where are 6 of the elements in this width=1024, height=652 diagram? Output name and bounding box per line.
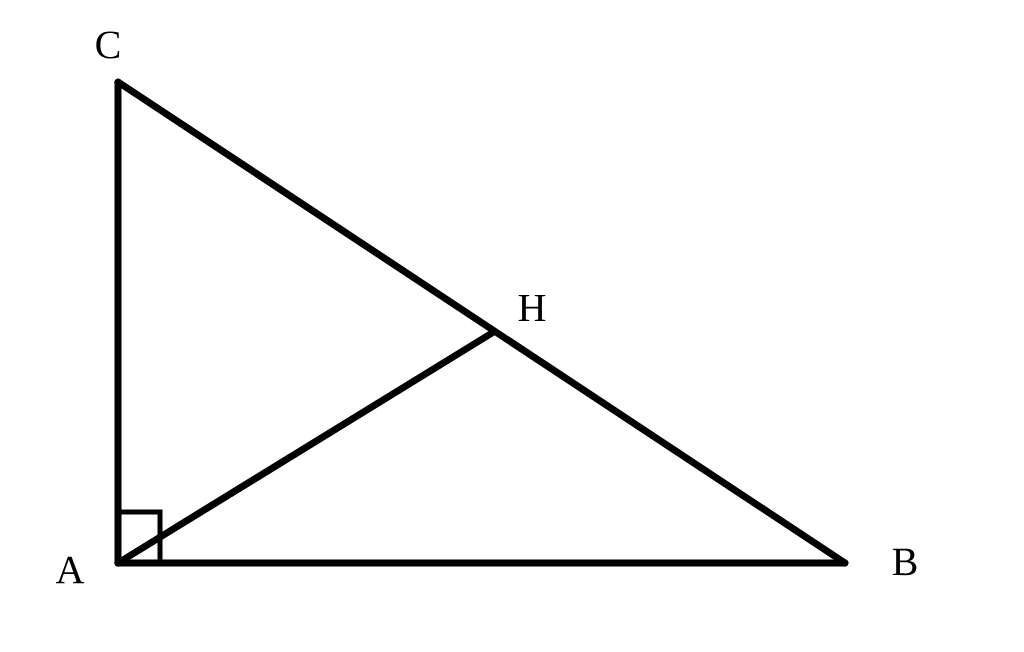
line-segment <box>114 559 849 567</box>
vertex-label: A <box>55 556 85 584</box>
vertex-label: B <box>892 548 917 576</box>
line-segment <box>114 329 496 567</box>
vertex-label: C <box>96 31 120 59</box>
vertex-label: H <box>518 294 546 322</box>
